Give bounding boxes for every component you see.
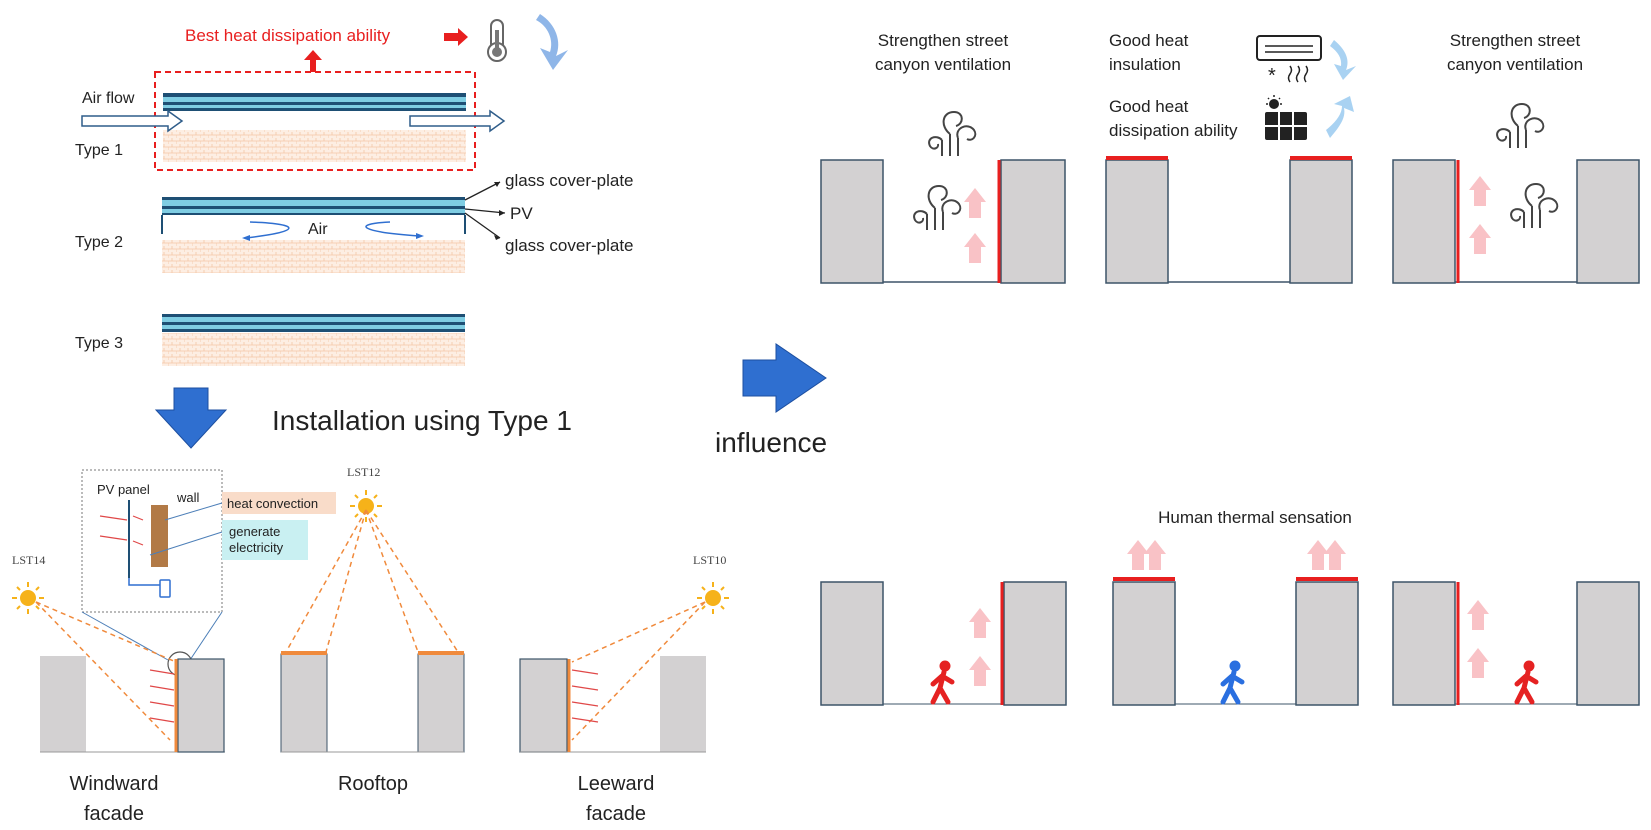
type1-panel [81,93,506,162]
human-thermal-sensation-title: Human thermal sensation [1158,508,1352,527]
inset-pv-panel-label: PV panel [97,482,150,497]
warm-air-arrow [964,233,986,263]
heat-convection-label: heat convection [227,496,318,511]
solar-panel-icon [1265,95,1307,140]
top-left-label-line2: canyon ventilation [875,55,1011,74]
warm-air-arrow [1467,600,1489,630]
scene-rooftop: LST12 Rooftop [280,465,465,795]
type2-panel [161,181,506,273]
pv-label: PV [510,204,533,223]
wind-swirl-icon [1510,183,1559,229]
effects-bottom-row: Human thermal sensation [820,508,1640,706]
warm-air-arrow [1127,540,1149,570]
panel-types-section: Best heat dissipation ability Air flow T… [75,14,634,366]
windward-sun-label: LST14 [12,553,45,567]
leeward-sun-label: LST10 [693,553,726,567]
installation-caption: Installation using Type 1 [272,405,572,436]
top-mid-insulation-line1: Good heat [1109,31,1189,50]
type1-highlight-box [154,71,476,171]
inset-wall-label: wall [176,490,200,505]
glass-bottom-label: glass cover-plate [505,236,634,255]
influence-arrow [742,343,827,413]
scene-windward: LST14 Windward facade [11,553,225,825]
warm-air-arrow [1307,540,1329,570]
effects-top-row: Strengthen street canyon ventilation Goo… [820,31,1640,284]
down-arrow [154,387,228,449]
type3-panel [162,314,465,366]
type3-label: Type 3 [75,335,123,352]
generate-label-line1: generate [229,524,280,539]
glass-top-label: glass cover-plate [505,171,634,190]
warm-air-arrow [1324,540,1346,570]
warm-air-arrow [1467,648,1489,678]
wind-swirl-icon [1496,103,1545,149]
top-right-label-line2: canyon ventilation [1447,55,1583,74]
top-mid-dissipation-line2: dissipation ability [1109,121,1238,140]
walker-icon-hot [933,661,952,702]
air-flow-label: Air flow [82,90,135,107]
warm-air-arrow [1469,176,1491,206]
generate-label-line2: electricity [229,540,284,555]
type1-label: Type 1 [75,142,123,159]
warm-air-arrow [969,656,991,686]
windward-label-line2: facade [84,803,144,825]
top-left-label-line1: Strengthen street [878,31,1009,50]
air-flow-arrow-in [81,109,184,133]
scene-leeward: LST10 Leeward facade [519,553,730,825]
svg-text:*: * [1268,65,1276,87]
type2-label: Type 2 [75,234,123,251]
rooftop-sun-label: LST12 [347,465,380,479]
sun-icon [696,581,730,615]
best-heat-label: Best heat dissipation ability [185,26,391,45]
cool-down-arrow [1330,40,1356,80]
wind-swirl-icon [913,185,962,231]
red-right-arrow [444,28,468,46]
leeward-label-line2: facade [586,803,646,825]
thermometer-icon [487,19,507,62]
sun-icon [11,581,45,615]
warm-air-arrow [964,188,986,218]
air-conditioner-icon: * [1256,35,1322,87]
air-label: Air [308,221,328,238]
walker-icon-cool [1223,661,1242,702]
leeward-label-line1: Leeward [578,773,655,795]
inset-detail: PV panel wall heat convection generate e… [81,469,336,677]
air-flow-arrow-out [409,109,506,133]
top-right-label-line1: Strengthen street [1450,31,1581,50]
battery-icon [159,579,171,598]
warm-air-arrow [1469,224,1491,254]
warm-air-arrow [969,608,991,638]
top-mid-insulation-line2: insulation [1109,55,1181,74]
rooftop-label: Rooftop [338,773,408,795]
windward-label-line1: Windward [70,773,159,795]
influence-label: influence [715,427,827,458]
red-up-arrow [304,50,322,72]
warm-air-arrow [1144,540,1166,570]
warm-up-arrow [1326,96,1354,138]
sun-icon [349,489,383,523]
cool-down-arrow [536,14,568,70]
top-mid-dissipation-line1: Good heat [1109,97,1189,116]
walker-icon-hot [1517,661,1536,702]
wind-swirl-icon [928,111,977,157]
